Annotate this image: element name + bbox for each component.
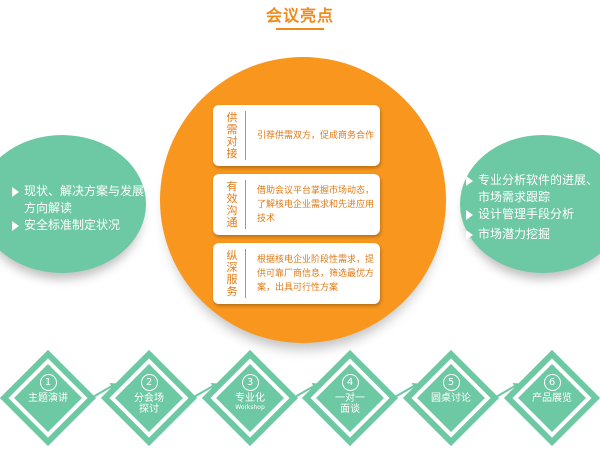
right-list-item: 专业分析软件的进展、市场需求跟踪 [466,172,600,206]
right-item-text: 专业分析软件的进展、市场需求跟踪 [478,173,599,204]
highlight-card: 纵深服务 根据核电企业阶段性需求，提供可靠厂商信息，筛选最优方案，出具可行性方案 [213,243,380,304]
highlight-card: 供需对接 引荐供需双方，促成商务合作 [213,105,380,166]
step-label: 产品展览 [532,393,572,404]
step-number: 2 [140,374,158,391]
left-list-item: 安全标准制定状况 [12,217,152,234]
page-title: 会议亮点 [265,6,334,25]
step-number: 3 [241,374,259,391]
title-underline [276,28,324,30]
card-label: 有效沟通 [219,180,246,229]
step-content: 4 一对一面谈 [302,370,398,415]
triangle-bullet-icon [466,210,473,220]
step-item: 5 圆桌讨论 [402,349,500,447]
step-item: 6 产品展览 [503,349,600,447]
step-content: 5 圆桌讨论 [403,370,499,404]
step-label: 专业化 [235,393,265,404]
right-list-item: 设计管理手段分析 [466,206,600,223]
left-item-text: 现状、解决方案与发展方向解读 [24,184,145,215]
card-label: 纵深服务 [219,249,246,298]
step-item: 4 一对一面谈 [301,349,399,447]
step-item: 1 主题演讲 [0,349,97,447]
step-content: 2 分会场探讨 [101,370,197,415]
step-number: 1 [39,374,57,391]
step-content: 1 主题演讲 [0,370,96,404]
step-label: 分会场探讨 [134,393,164,415]
triangle-bullet-icon [466,230,473,240]
step-number: 6 [543,374,561,391]
card-text: 根据核电企业阶段性需求，提供可靠厂商信息，筛选最优方案，出具可行性方案 [257,254,375,293]
left-circle [0,135,146,273]
left-list-item: 现状、解决方案与发展方向解读 [12,183,152,217]
triangle-bullet-icon [12,221,19,231]
step-content: 6 产品展览 [504,370,600,404]
left-list: 现状、解决方案与发展方向解读 安全标准制定状况 [12,183,152,234]
right-list: 专业分析软件的进展、市场需求跟踪 设计管理手段分析 市场潜力挖掘 [466,172,600,243]
step-number: 5 [442,374,460,391]
step-sublabel: Workshop [235,404,265,411]
right-list-item: 市场潜力挖掘 [466,226,600,243]
highlight-card: 有效沟通 借助会议平台掌握市场动态，了解核电企业需求和先进应用技术 [213,174,380,235]
step-label: 圆桌讨论 [431,393,471,404]
step-number: 4 [341,374,359,391]
card-text: 借助会议平台掌握市场动态，了解核电企业需求和先进应用技术 [257,185,375,224]
triangle-bullet-icon [12,187,19,197]
triangle-bullet-icon [466,176,473,186]
step-item: 3 专业化 Workshop [201,349,299,447]
right-item-text: 市场潜力挖掘 [478,227,551,241]
step-label: 主题演讲 [28,393,68,404]
step-label: 一对一面谈 [335,393,365,415]
step-content: 3 专业化 Workshop [202,370,298,412]
card-text: 引荐供需双方，促成商务合作 [257,130,375,141]
card-label: 供需对接 [219,111,246,160]
left-item-text: 安全标准制定状况 [24,218,121,232]
right-item-text: 设计管理手段分析 [478,207,575,221]
right-circle [460,135,600,273]
step-item: 2 分会场探讨 [100,349,198,447]
